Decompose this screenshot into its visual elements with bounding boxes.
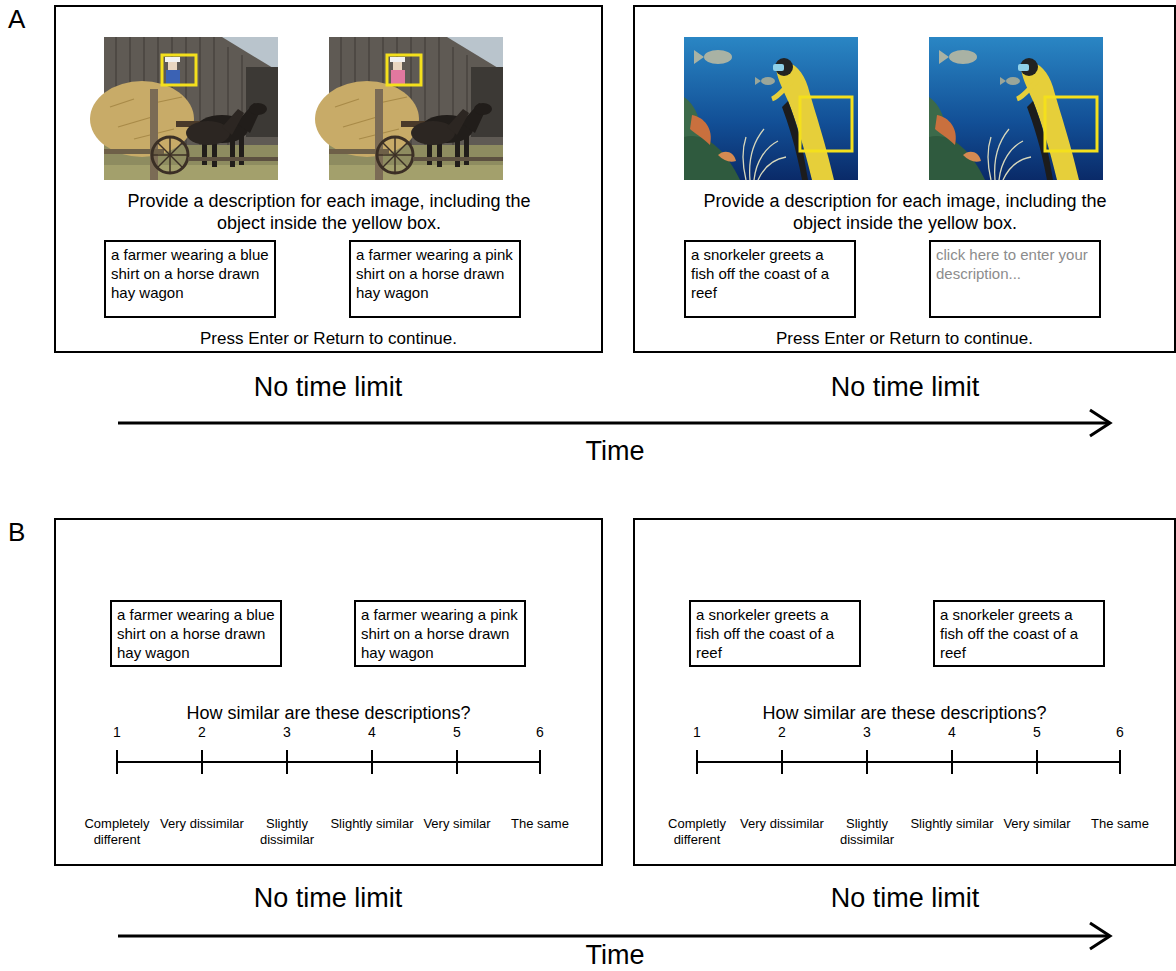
scale-anchor-label: Very dissimilar [734, 816, 830, 832]
reef-photo [929, 37, 1103, 180]
scale-anchor-label: The same [1072, 816, 1168, 832]
description-box: a snorkeler greets a fish off the coast … [933, 600, 1105, 667]
scale-number: 6 [1105, 724, 1135, 741]
illustration-part [1045, 97, 1097, 151]
description-text: a snorkeler greets a fish off the coast … [691, 245, 849, 302]
illustration-part [697, 761, 1120, 763]
scale-number: 4 [937, 724, 967, 741]
illustration-part [117, 761, 540, 763]
description-box: a farmer wearing a blue shirt on a horse… [104, 240, 276, 318]
rating-screen: How similar are these descriptions?1 2 3 4 5… [54, 518, 603, 866]
illustration-part [1036, 750, 1038, 774]
scale-anchor-label: Slightly similar [904, 816, 1000, 832]
panel-letter: A [8, 5, 48, 35]
barn-photo [315, 37, 503, 180]
scale-anchor-label: Slightly similar [324, 816, 420, 832]
task-screen: Provide a description for each image, in… [54, 5, 603, 353]
duration-label: No time limit [805, 372, 1005, 403]
illustration-part [951, 750, 953, 774]
description-text: a farmer wearing a pink shirt on a horse… [356, 245, 514, 302]
description-box: a snorkeler greets a fish off the coast … [684, 240, 856, 318]
scale-number: 1 [102, 724, 132, 741]
scale-number: 3 [852, 724, 882, 741]
scale-number: 3 [272, 724, 302, 741]
description-text: a snorkeler greets a fish off the coast … [696, 605, 854, 662]
description-text: a farmer wearing a blue shirt on a horse… [117, 605, 275, 662]
scale-anchor-label: Very similar [989, 816, 1085, 832]
scale-anchor-label: Very dissimilar [154, 816, 250, 832]
illustration-part [166, 70, 180, 84]
illustration-part [118, 935, 1108, 938]
question-text: How similar are these descriptions? [56, 703, 601, 725]
description-box: a snorkeler greets a fish off the coast … [689, 600, 861, 667]
barn-photo [90, 37, 278, 180]
illustration-part [315, 37, 503, 180]
scale-number: 6 [525, 724, 555, 741]
illustration-part [90, 37, 278, 180]
illustration-part [800, 97, 852, 151]
description-input-box: click here to enter your description... [929, 240, 1101, 318]
description-text: a farmer wearing a blue shirt on a horse… [111, 245, 269, 302]
continue-prompt: Press Enter or Return to continue. [56, 329, 601, 349]
placeholder-text: click here to enter your description... [936, 245, 1094, 283]
panel-letter: B [8, 518, 48, 548]
illustration-part [201, 750, 203, 774]
description-box: a farmer wearing a pink shirt on a horse… [354, 600, 526, 667]
illustration-part [371, 750, 373, 774]
scale-number: 2 [187, 724, 217, 741]
duration-label: No time limit [805, 883, 1005, 914]
scale-number: 5 [442, 724, 472, 741]
task-screen: Provide a description for each image, in… [633, 5, 1176, 353]
question-text: How similar are these descriptions? [635, 703, 1174, 725]
time-arrow [118, 410, 1110, 436]
instruction-text: Provide a description for each image, in… [114, 191, 544, 234]
scale-anchor-label: The same [492, 816, 588, 832]
scale-number: 2 [767, 724, 797, 741]
illustration-part [391, 70, 405, 84]
illustration-part [1090, 410, 1110, 436]
axis-label: Time [555, 940, 675, 971]
description-text: a farmer wearing a pink shirt on a horse… [361, 605, 519, 662]
rating-scale [697, 750, 1120, 774]
illustration-part [118, 422, 1108, 425]
illustration-part [165, 57, 180, 62]
description-text: a snorkeler greets a fish off the coast … [940, 605, 1098, 662]
illustration-part [116, 750, 118, 774]
scale-number: 4 [357, 724, 387, 741]
illustration-part [866, 750, 868, 774]
continue-prompt: Press Enter or Return to continue. [635, 329, 1174, 349]
illustration-part [1119, 750, 1121, 774]
illustration-part [684, 37, 858, 180]
illustration-part [162, 55, 196, 85]
instruction-text: Provide a description for each image, in… [690, 191, 1120, 234]
scale-number: 1 [682, 724, 712, 741]
rating-screen: How similar are these descriptions?1 2 3 4 5… [633, 518, 1176, 866]
description-box: a farmer wearing a blue shirt on a horse… [110, 600, 282, 667]
illustration-part [393, 61, 402, 70]
illustration-part [390, 57, 405, 62]
illustration-part [929, 37, 1103, 180]
illustration-part [696, 750, 698, 774]
duration-label: No time limit [228, 372, 428, 403]
illustration-part [539, 750, 541, 774]
illustration-part [781, 750, 783, 774]
illustration-part [1090, 923, 1110, 949]
illustration-part [456, 750, 458, 774]
rating-scale [117, 750, 540, 774]
duration-label: No time limit [228, 883, 428, 914]
illustration-part [168, 61, 177, 70]
scale-anchor-label: Very similar [409, 816, 505, 832]
scale-number: 5 [1022, 724, 1052, 741]
description-box: a farmer wearing a pink shirt on a horse… [349, 240, 521, 318]
scale-anchor-label: Completly different [649, 816, 745, 847]
illustration-part [387, 55, 421, 85]
axis-label: Time [555, 436, 675, 467]
scale-anchor-label: Slightly dissimilar [819, 816, 915, 847]
scale-anchor-label: Completely different [69, 816, 165, 847]
reef-photo [684, 37, 858, 180]
scale-anchor-label: Slightly dissimilar [239, 816, 335, 847]
illustration-part [286, 750, 288, 774]
